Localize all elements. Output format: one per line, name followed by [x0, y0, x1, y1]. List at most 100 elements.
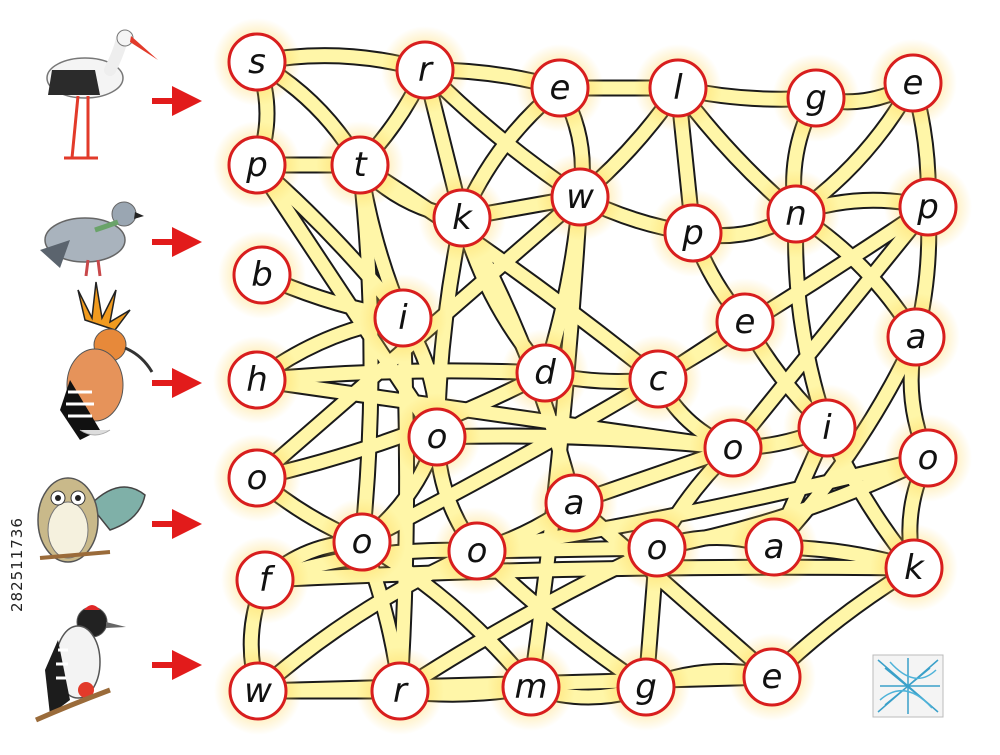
- node-circle: [766, 184, 826, 244]
- letter-node-l[interactable]: l: [648, 58, 708, 118]
- node-circle: [648, 58, 708, 118]
- node-circle: [227, 448, 287, 508]
- letter-node-i1[interactable]: i: [373, 288, 433, 348]
- node-circle: [432, 188, 492, 248]
- maze-path[interactable]: [353, 158, 378, 549]
- node-letter: e: [550, 68, 571, 108]
- node-letter: h: [246, 360, 268, 400]
- node-circle: [232, 245, 292, 305]
- letter-node-e4[interactable]: e: [742, 647, 802, 707]
- node-letter: m: [514, 667, 547, 707]
- hoopoe-icon: [60, 281, 154, 440]
- node-letter: l: [673, 68, 683, 108]
- arrows: [152, 86, 202, 680]
- node-circle: [227, 135, 287, 195]
- letter-node-p2[interactable]: p: [663, 203, 723, 263]
- node-circle: [883, 53, 943, 113]
- letter-node-o7[interactable]: o: [627, 518, 687, 578]
- maze-path[interactable]: [430, 429, 740, 455]
- letter-node-k1[interactable]: k: [432, 188, 492, 248]
- node-circle: [235, 550, 295, 610]
- letter-node-g2[interactable]: g: [616, 657, 676, 717]
- node-letter: k: [452, 198, 473, 238]
- node-circle: [407, 407, 467, 467]
- letter-node-p3[interactable]: p: [898, 177, 958, 237]
- owl-icon: [37, 477, 146, 563]
- letter-node-k2[interactable]: k: [884, 538, 944, 598]
- node-letter: e: [762, 657, 783, 697]
- node-circle: [550, 167, 610, 227]
- letter-node-r2[interactable]: r: [370, 661, 430, 721]
- letter-node-w1[interactable]: w: [550, 167, 610, 227]
- node-circle: [501, 657, 561, 717]
- node-letter: g: [805, 78, 827, 118]
- letter-node-o3[interactable]: o: [898, 428, 958, 488]
- node-circle: [898, 428, 958, 488]
- letter-node-o5[interactable]: o: [332, 512, 392, 572]
- node-circle: [332, 512, 392, 572]
- letter-node-c[interactable]: c: [628, 349, 688, 409]
- node-circle: [628, 349, 688, 409]
- letter-node-e2[interactable]: e: [883, 53, 943, 113]
- woodpecker-icon: [34, 605, 126, 723]
- node-letter: b: [251, 255, 273, 295]
- node-letter: e: [903, 63, 924, 103]
- maze-path[interactable]: [524, 190, 587, 694]
- node-circle: [797, 398, 857, 458]
- node-circle: [227, 350, 287, 410]
- node-circle: [884, 538, 944, 598]
- node-letter: t: [353, 145, 368, 185]
- node-circle: [544, 473, 604, 533]
- node-circle: [330, 135, 390, 195]
- letter-node-p1[interactable]: p: [227, 135, 287, 195]
- node-letter: r: [393, 671, 409, 711]
- node-circle: [447, 521, 507, 581]
- node-letter: o: [247, 458, 268, 498]
- node-circle: [530, 58, 590, 118]
- letter-node-h[interactable]: h: [227, 350, 287, 410]
- letter-node-m[interactable]: m: [501, 657, 561, 717]
- node-letter: o: [723, 428, 744, 468]
- letter-node-a2[interactable]: a: [544, 473, 604, 533]
- letter-node-n[interactable]: n: [766, 184, 826, 244]
- node-circle: [627, 518, 687, 578]
- letter-node-a3[interactable]: a: [744, 517, 804, 577]
- letter-node-e1[interactable]: e: [530, 58, 590, 118]
- node-circle: [373, 288, 433, 348]
- node-circle: [886, 307, 946, 367]
- node-letter: a: [764, 527, 785, 567]
- letter-node-a1[interactable]: a: [886, 307, 946, 367]
- node-circle: [715, 292, 775, 352]
- node-circle: [228, 661, 288, 721]
- maze-path[interactable]: [470, 451, 935, 558]
- node-letter: o: [918, 438, 939, 478]
- node-circle: [786, 68, 846, 128]
- letter-node-f[interactable]: f: [235, 550, 295, 610]
- node-circle: [742, 647, 802, 707]
- node-letter: o: [647, 528, 668, 568]
- letter-node-w2[interactable]: w: [228, 661, 288, 721]
- letter-node-e3[interactable]: e: [715, 292, 775, 352]
- node-circle: [616, 657, 676, 717]
- node-letter: p: [245, 145, 268, 185]
- letter-node-i2[interactable]: i: [797, 398, 857, 458]
- letter-node-o6[interactable]: o: [447, 521, 507, 581]
- node-circle: [395, 40, 455, 100]
- node-circle: [898, 177, 958, 237]
- letter-node-g1[interactable]: g: [786, 68, 846, 128]
- stork-icon: [46, 29, 158, 160]
- letter-node-s[interactable]: s: [227, 32, 287, 92]
- node-letter: o: [352, 522, 373, 562]
- letter-node-b[interactable]: b: [232, 245, 292, 305]
- letter-node-d[interactable]: d: [515, 343, 575, 403]
- node-letter: w: [566, 177, 594, 217]
- letter-node-t[interactable]: t: [330, 135, 390, 195]
- maze-path[interactable]: [353, 158, 665, 386]
- letter-node-o1[interactable]: o: [407, 407, 467, 467]
- node-letter: w: [244, 671, 272, 711]
- node-circle: [663, 203, 723, 263]
- letter-node-o4[interactable]: o: [227, 448, 287, 508]
- node-circle: [227, 32, 287, 92]
- letter-node-o2[interactable]: o: [703, 418, 763, 478]
- letter-node-r1[interactable]: r: [395, 40, 455, 100]
